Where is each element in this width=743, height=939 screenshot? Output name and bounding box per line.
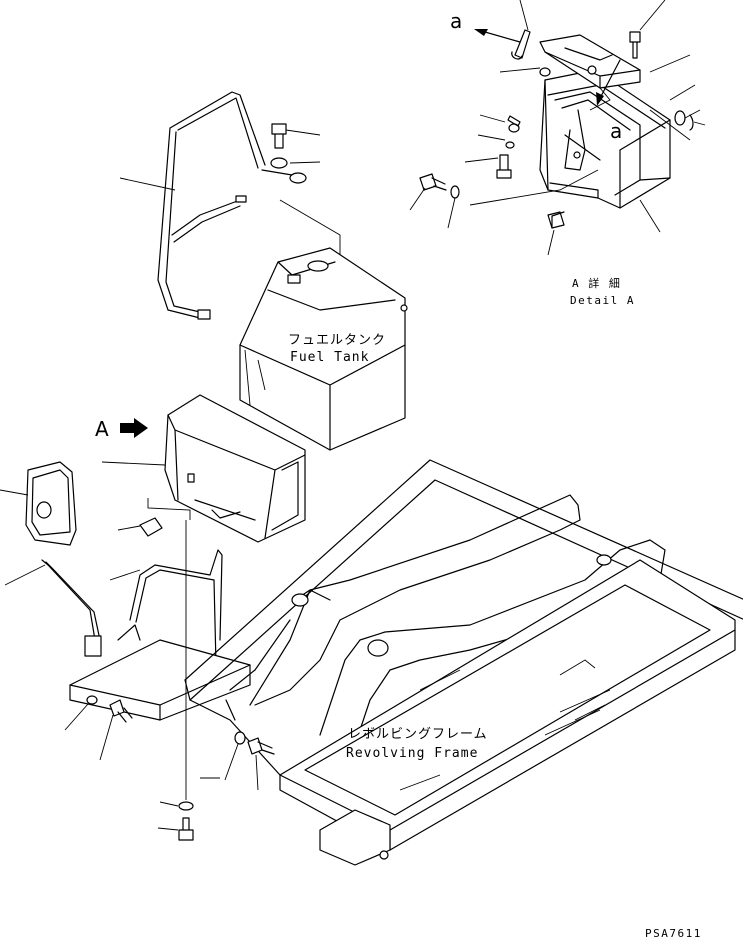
handrail-group	[119, 91, 341, 320]
detail-title-en: Detail A	[570, 294, 635, 307]
fuel-tank-label-en: Fuel Tank	[290, 350, 369, 365]
detail-title-jp: A 詳 細	[572, 276, 621, 290]
revolving-frame	[184, 459, 743, 866]
revolving-frame-label-en: Revolving Frame	[346, 746, 478, 761]
arrow-label-a-top: a	[450, 9, 462, 33]
lower-fasteners	[157, 520, 275, 841]
mirror	[0, 461, 102, 657]
battery-tray	[64, 639, 251, 761]
detail-a-group	[409, 0, 706, 256]
battery-cover	[164, 394, 306, 543]
fuel-tank	[239, 247, 408, 451]
fuel-tank-label-jp: フュエルタンク	[288, 333, 386, 348]
detail-cover-body	[539, 69, 671, 209]
cushion-bracket	[109, 498, 223, 666]
view-a-arrow	[120, 418, 148, 438]
view-a-label: A	[95, 417, 109, 441]
drawing-code: PSA7611	[645, 927, 702, 939]
arrow-label-a-right: a	[610, 119, 622, 143]
handrail-pipe	[157, 91, 266, 319]
revolving-frame-label-jp: レボルビングフレーム	[348, 727, 488, 742]
